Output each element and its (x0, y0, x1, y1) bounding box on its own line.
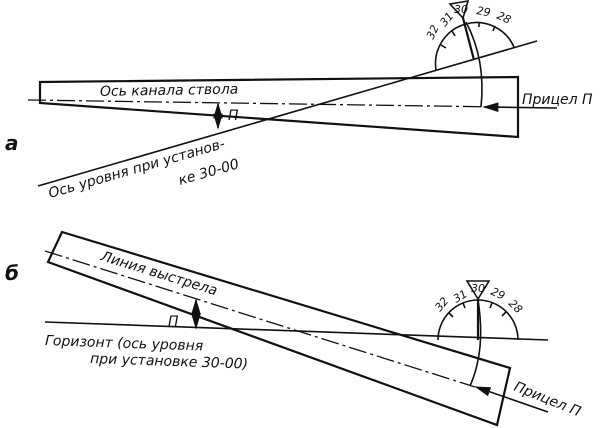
scale-31-b: 31 (451, 287, 470, 305)
figure-letter-a: а (5, 131, 19, 155)
scale-32-b: 32 (432, 295, 451, 314)
scale-29-a: 29 (475, 4, 491, 19)
sight-label-b: Прицел П (512, 379, 584, 420)
bore-axis-a (27, 99, 501, 108)
barrel-a (38, 75, 520, 139)
scale-28-a: 28 (495, 9, 513, 27)
sight-arc-b (469, 299, 482, 387)
scale-ticks-b (448, 302, 507, 318)
scale-ticks-a (440, 22, 496, 49)
scale-28-b: 28 (506, 297, 525, 316)
sight-arc-a (465, 21, 483, 108)
index-triangle-a (448, 0, 470, 20)
angle-label-b: П (168, 314, 179, 330)
sight-label-a: Прицел П (522, 92, 593, 108)
horizon-line-b (44, 321, 549, 341)
figure-letter-b: б (5, 261, 19, 285)
scale-30-a: 30 (454, 3, 468, 16)
bore-axis-label: Ось канала ствола (100, 82, 239, 100)
scale-semicircle-a (434, 21, 515, 71)
sight-arrow-a (482, 102, 558, 112)
line-of-fire-b (44, 250, 476, 388)
barrel-b (46, 230, 512, 427)
scale-pointer-a (461, 17, 476, 61)
horizon-label-2: при установке 30-00) (90, 351, 248, 373)
level-axis-a (37, 40, 538, 187)
figure-a: 30 32 31 29 28 Ось канала ствола П Прице… (5, 0, 593, 202)
figure-b: 30 32 31 29 28 Линия выстрела П Горизонт… (5, 230, 584, 427)
scale-30-b: 30 (471, 282, 485, 295)
sight-arrow-b (474, 386, 549, 413)
horizon-label-1: Горизонт (ось уровня (45, 333, 204, 355)
scale-32-a: 32 (424, 23, 442, 41)
scale-29-b: 29 (489, 285, 507, 303)
angle-label-a: П (228, 108, 239, 124)
index-triangle-b (465, 280, 491, 301)
